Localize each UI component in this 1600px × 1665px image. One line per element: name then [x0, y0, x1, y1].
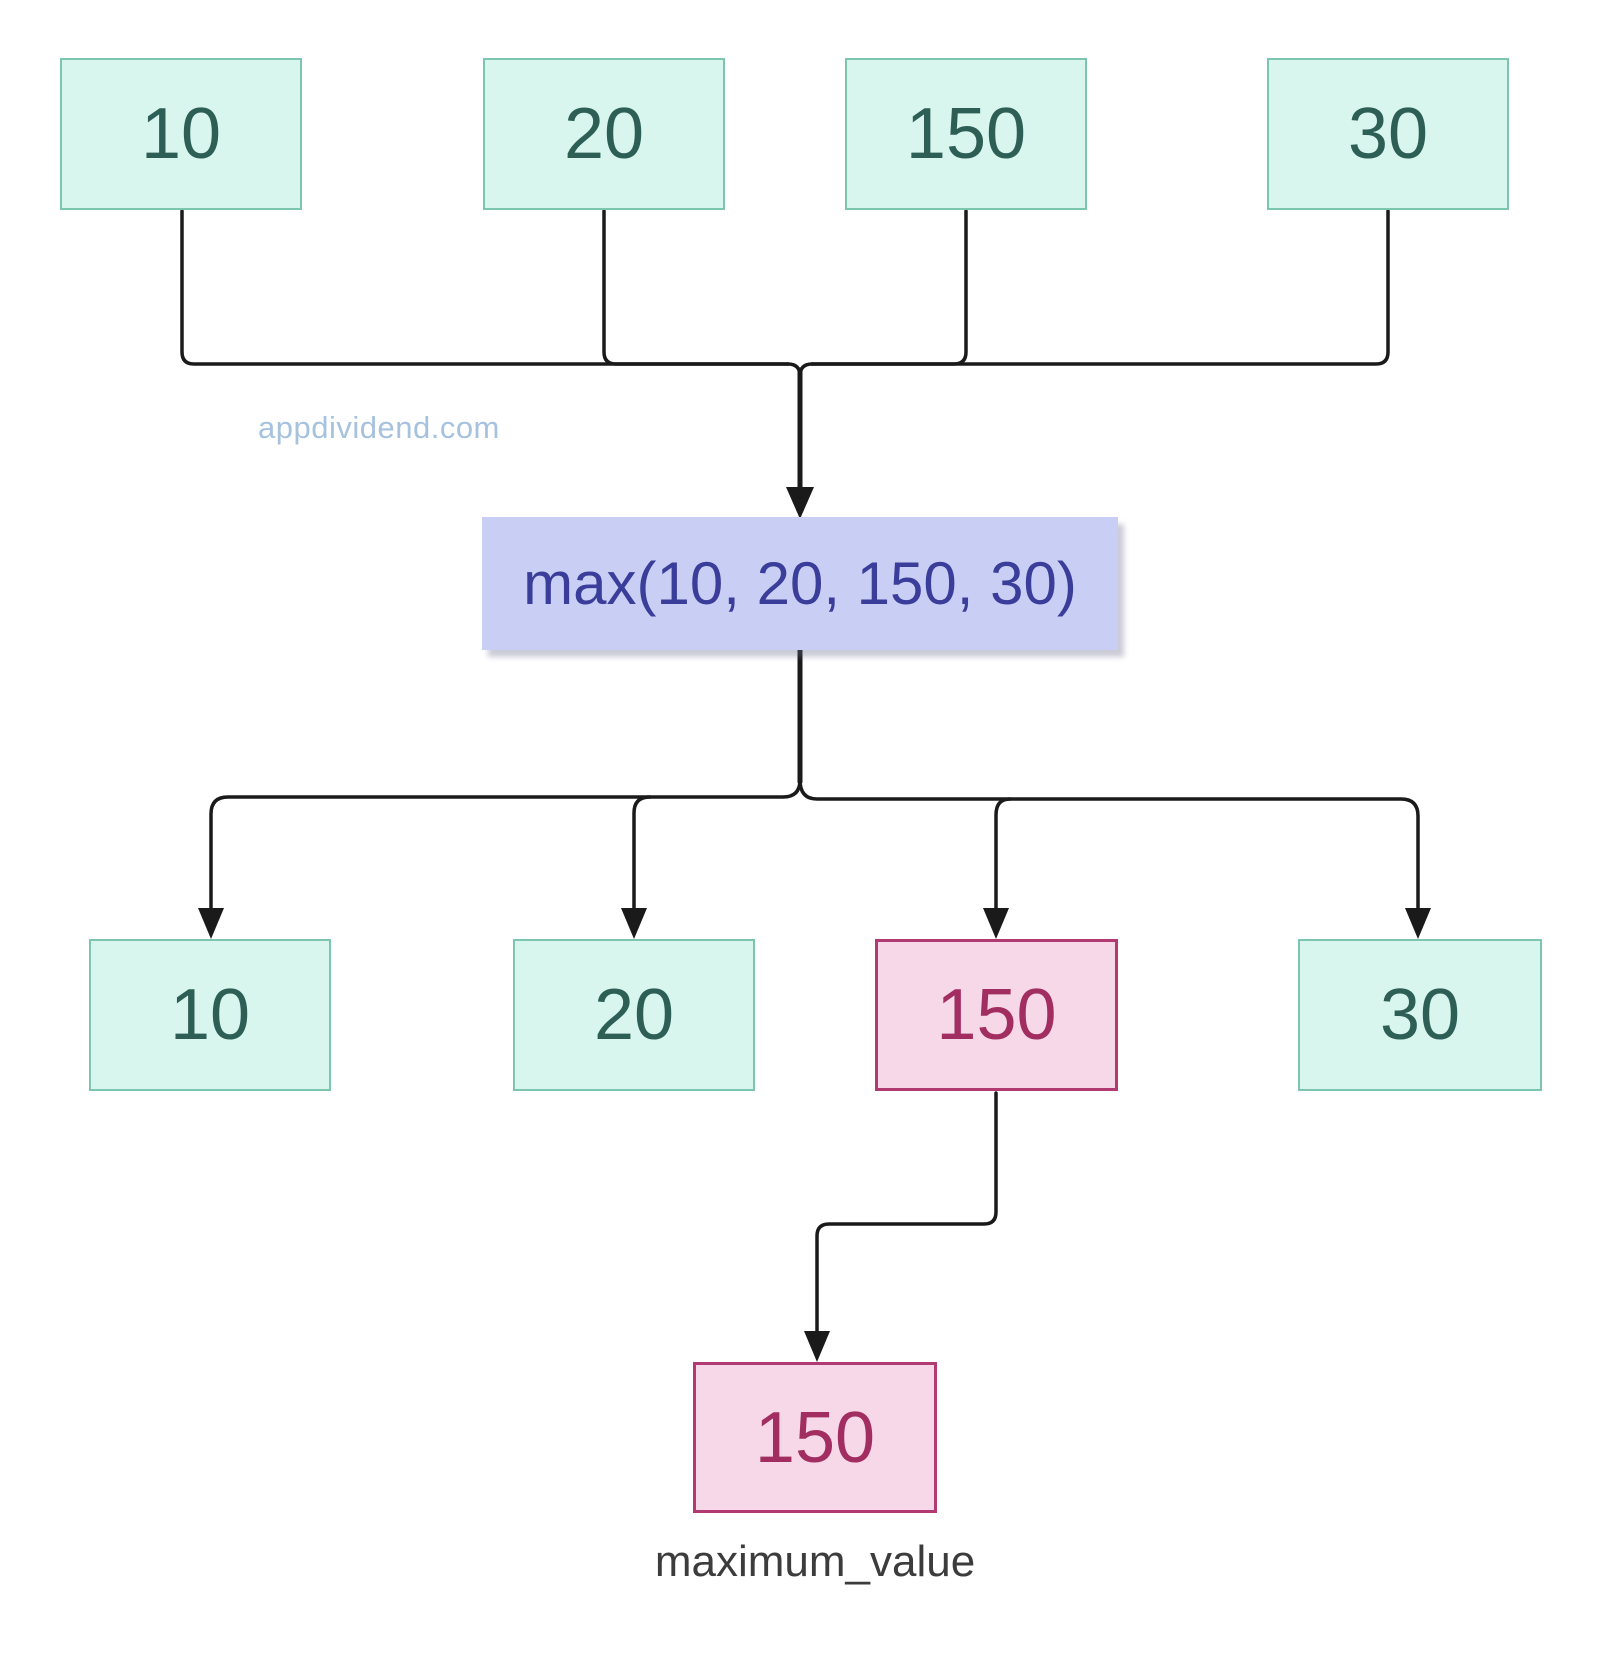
input-box-3-label: 150 — [905, 94, 1027, 174]
result-box-1-label: 10 — [169, 975, 251, 1055]
input-box-1-label: 10 — [140, 94, 222, 174]
max-function-box: max(10, 20, 150, 30) — [482, 517, 1118, 650]
max-function-label: max(10, 20, 150, 30) — [523, 549, 1077, 617]
connector-fan-drop3 — [994, 797, 1012, 927]
input-box-1: 10 — [60, 58, 302, 210]
result-box-3-highlighted: 150 — [875, 939, 1118, 1091]
arrowhead-result2 — [621, 908, 647, 939]
connector-merge-right-curve — [798, 362, 814, 378]
arrowhead-result3 — [983, 908, 1009, 939]
result-box-4: 30 — [1298, 939, 1542, 1091]
arrowhead-output — [804, 1331, 830, 1362]
output-box: 150 — [693, 1362, 937, 1513]
watermark: appdividend.com — [258, 410, 500, 445]
connector-input1-to-merge — [180, 209, 790, 366]
output-box-label: 150 — [754, 1397, 876, 1478]
input-box-3: 150 — [845, 58, 1087, 210]
result-box-2-label: 20 — [593, 975, 675, 1055]
input-box-4: 30 — [1267, 58, 1509, 210]
input-box-4-label: 30 — [1347, 94, 1429, 174]
connector-fan-left — [209, 778, 802, 927]
output-caption: maximum_value — [654, 1537, 976, 1586]
arrowhead-result1 — [198, 908, 224, 939]
connector-result-to-output — [815, 1091, 998, 1350]
arrowhead-merge — [786, 487, 814, 519]
input-box-2-label: 20 — [563, 94, 645, 174]
input-box-2: 20 — [483, 58, 725, 210]
connector-fan-right — [798, 778, 1420, 927]
arrowhead-result4 — [1405, 908, 1431, 939]
result-box-1: 10 — [89, 939, 331, 1091]
connector-merge-left-curve — [786, 362, 802, 378]
connector-fan-drop2 — [632, 795, 652, 927]
result-box-2: 20 — [513, 939, 755, 1091]
connector-input2-to-merge — [602, 209, 790, 366]
result-box-3-label: 150 — [936, 975, 1057, 1055]
connector-input4-to-merge — [810, 209, 1390, 366]
result-box-4-label: 30 — [1379, 975, 1461, 1055]
connector-input3-to-merge — [810, 209, 968, 366]
